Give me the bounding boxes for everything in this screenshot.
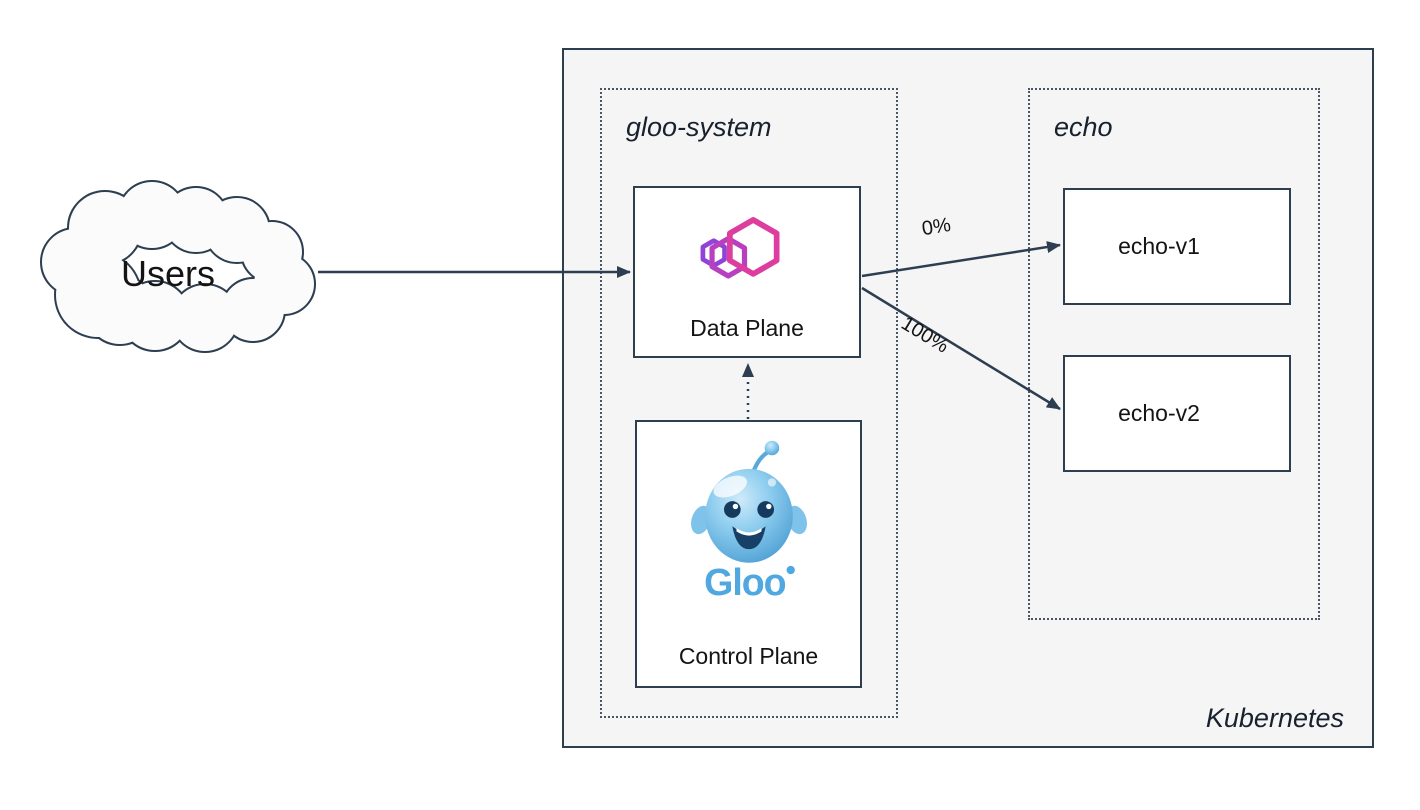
- users-cloud: Users: [40, 180, 316, 353]
- gloo-mascot-icon: Gloo: [690, 440, 807, 603]
- control-plane-node: Gloo Control Plane: [635, 420, 862, 688]
- data-plane-label: Data Plane: [690, 315, 804, 341]
- echo-v1-weight-label: 0%: [920, 213, 953, 241]
- echo-v1-node: echo-v1: [1063, 188, 1291, 305]
- data-plane-node: Data Plane: [633, 186, 861, 358]
- echo-v2-label: echo-v2: [1118, 400, 1200, 426]
- kubernetes-label: Kubernetes: [1205, 703, 1344, 733]
- echo-v2-node: echo-v2: [1063, 355, 1291, 472]
- echo-namespace-label: echo: [1054, 112, 1113, 142]
- namespace-echo-box: echo: [1028, 88, 1320, 620]
- arrow-data-plane-to-echo-v2: [861, 286, 1061, 411]
- namespace-gloo-system-box: gloo-system: [600, 88, 898, 718]
- echo-v1-label: echo-v1: [1118, 233, 1200, 259]
- arrow-data-plane-to-echo-v1: [861, 241, 1061, 278]
- users-label: Users: [121, 253, 215, 294]
- gloo-wordmark: Gloo: [704, 561, 785, 603]
- gloo-gateway-logo-icon: [700, 217, 780, 279]
- gloo-system-namespace-label: gloo-system: [626, 112, 772, 142]
- control-plane-label: Control Plane: [678, 643, 819, 669]
